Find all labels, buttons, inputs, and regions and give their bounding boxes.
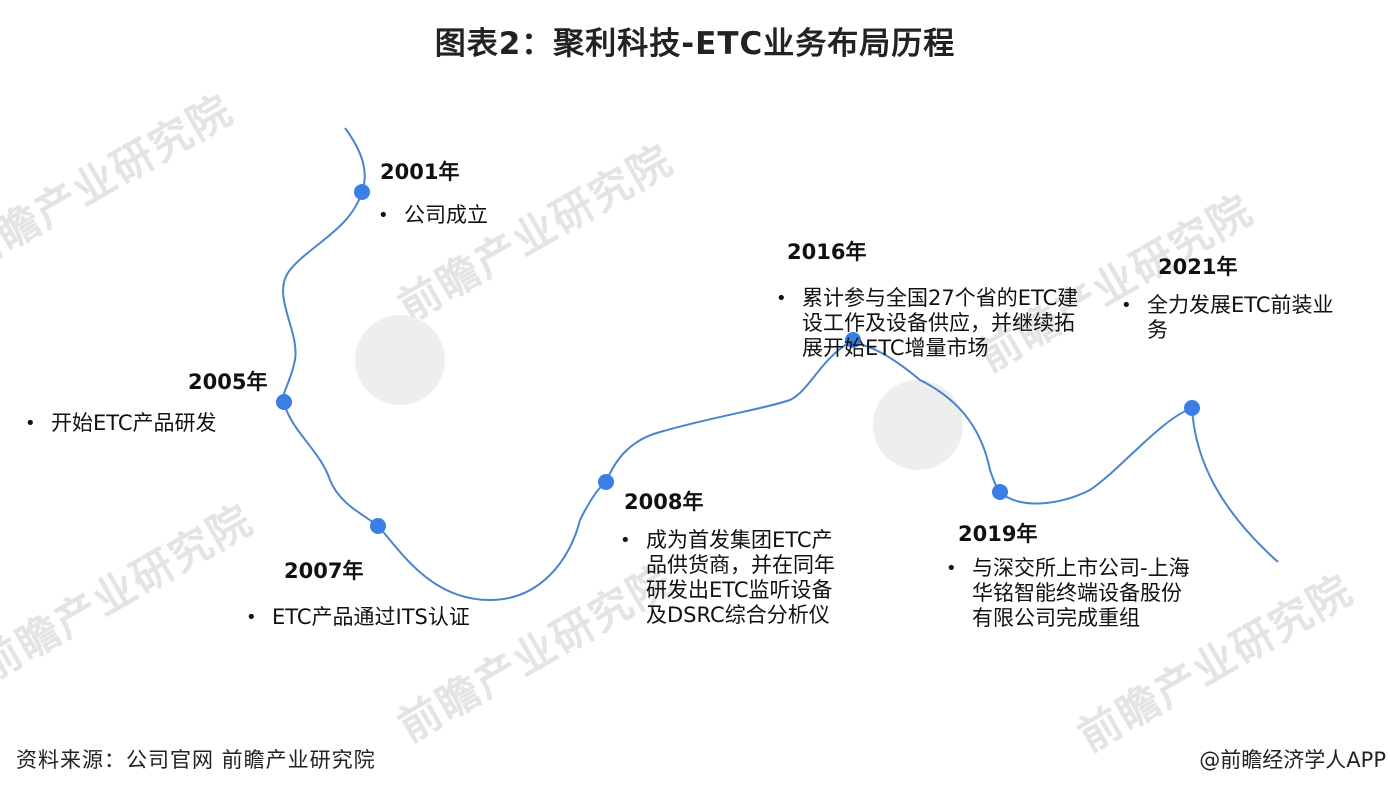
milestone-text: ETC产品通过ITS认证: [246, 605, 572, 630]
timeline-dot-2019: [992, 484, 1008, 500]
milestone-text: 开始ETC产品研发: [25, 411, 311, 436]
milestone-year: 2007年: [284, 559, 364, 583]
milestone-year: 2001年: [380, 160, 460, 184]
credit-note: @前瞻经济学人APP: [1199, 748, 1386, 772]
watermark-logo-icon: [355, 315, 445, 405]
timeline-dot-2005: [276, 394, 292, 410]
chart-title: 图表2：聚利科技-ETC业务布局历程: [434, 26, 956, 62]
timeline-dot-2021: [1184, 400, 1200, 416]
milestone-year: 2021年: [1158, 255, 1238, 279]
milestone-text: 累计参与全国27个省的ETC建设工作及设备供应，并继续拓展开始ETC增量市场: [776, 286, 1082, 361]
milestone-text: 与深交所上市公司-上海华铭智能终端设备股份有限公司完成重组: [946, 556, 1192, 631]
timeline-dot-2001: [354, 184, 370, 200]
timeline-dot-2008: [598, 474, 614, 490]
milestone-text: 成为首发集团ETC产品供货商，并在同年研发出ETC监听设备及DSRC综合分析仪: [620, 528, 846, 628]
milestone-year: 2016年: [787, 240, 867, 264]
milestone-text: 公司成立: [378, 203, 604, 228]
source-note: 资料来源：公司官网 前瞻产业研究院: [16, 748, 376, 772]
milestone-year: 2008年: [624, 490, 704, 514]
timeline-dot-2007: [370, 518, 386, 534]
milestone-text: 全力发展ETC前装业务: [1121, 293, 1347, 343]
milestone-year: 2005年: [188, 370, 268, 394]
milestone-year: 2019年: [958, 522, 1038, 546]
watermark-logo-icon: [873, 380, 963, 470]
